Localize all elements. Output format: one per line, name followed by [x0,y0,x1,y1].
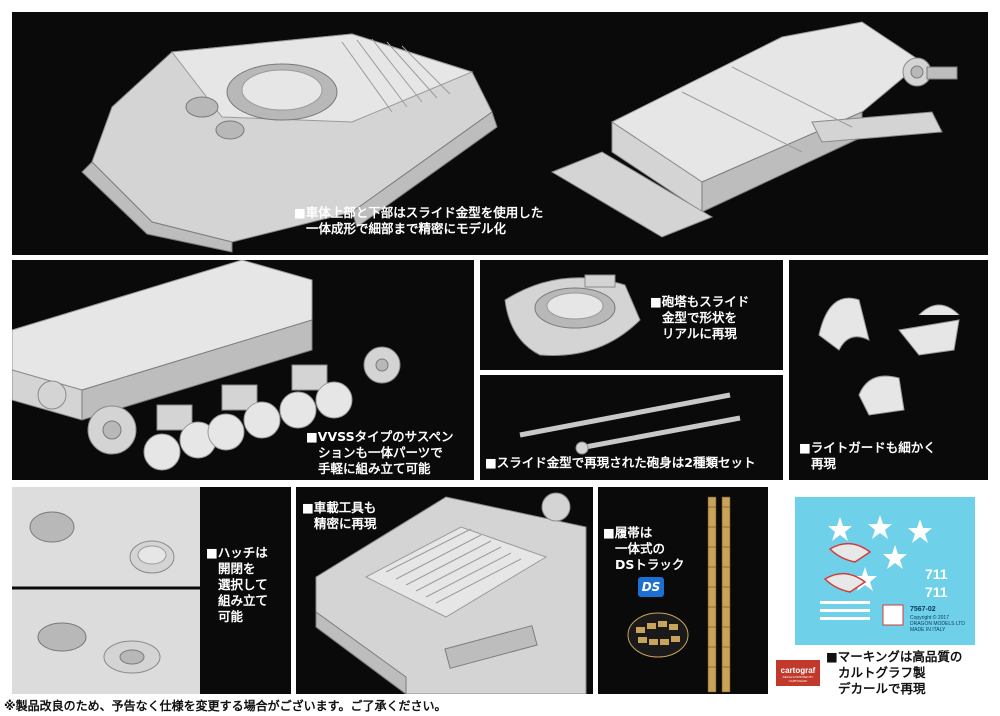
caption-turret: ■砲塔もスライド 金型で形状を リアルに再現 [650,294,750,341]
star-icon [868,515,892,539]
caption-hull: ■車体上部と下部はスライド金型を使用した 一体成形で細部まで精密にモデル化 [294,205,544,236]
caption-tools: ■車載工具も 精密に再現 [302,500,377,531]
bogie-2 [207,384,281,451]
rear-deck-model [315,492,587,694]
svg-text:711: 711 [925,566,948,582]
caption-track: ■履帯は 一体式の DSトラック [603,525,685,572]
panel-lightguard: ■ライトガードも細かく 再現 [789,260,988,480]
caption-marking: ■マーキングは高品質の カルトグラフ製 デカールで再現 [826,649,963,696]
decal-artwork: 711 711 [820,515,948,626]
decal-code: 7567-02 [910,606,936,613]
panel-barrels: ■スライド金型で再現された砲身は2種類セット [480,375,783,480]
caption-hatch: ■ハッチは 開閉を 選択して 組み立て 可能 [206,545,269,624]
caption-suspension: ■VVSSタイプのサスペン ションも一体パーツで 手軽に組み立て可能 [306,429,454,476]
panel-turret: ■砲塔もスライド 金型で形状を リアルに再現 [480,260,783,370]
suspension-model [12,260,401,471]
hatch-closeups [12,487,200,694]
svg-text:711: 711 [925,584,948,600]
hatch-model [12,487,200,694]
caption-lightguard: ■ライトガードも細かく 再現 [799,440,936,471]
star-icon [908,519,932,543]
footer-note: ※製品改良のため、予告なく仕様を変更する場合がございます。ご了承ください。 [4,699,447,713]
panel-tools: ■車載工具も 精密に再現 [296,487,593,694]
track-model [627,496,731,693]
ds-logo: DS [638,577,664,597]
panel-hatch: ■ハッチは 開閉を 選択して 組み立て 可能 [12,487,291,694]
panel-track: ■履帯は 一体式の DSトラック DS [598,487,768,694]
lower-hull-model [550,21,958,238]
upper-hull-model [81,33,498,253]
star-icon [883,545,907,569]
panel-suspension: ■VVSSタイプのサスペン ションも一体パーツで 手軽に組み立て可能 [12,260,474,480]
lightguard-model [818,297,960,416]
decal-sheet: 711 711 7567-02 Copyright © 2017 DRAGON … [795,497,975,645]
caption-barrel: ■スライド金型で再現された砲身は2種類セット [485,455,756,470]
bogie-1 [143,404,217,471]
decal-copyright: Copyright © 2017 DRAGON MODELS LTD MADE … [910,615,965,633]
cartograf-logo: cartograf DECALS PRINTED BY CARTOGRAF [776,660,820,686]
panel-hull: ■車体上部と下部はスライド金型を使用した 一体成形で細部まで精密にモデル化 [12,12,988,255]
bogie-3 [279,364,353,429]
star-icon [828,517,852,541]
turret-model [504,274,641,357]
barrels-model [519,392,741,455]
